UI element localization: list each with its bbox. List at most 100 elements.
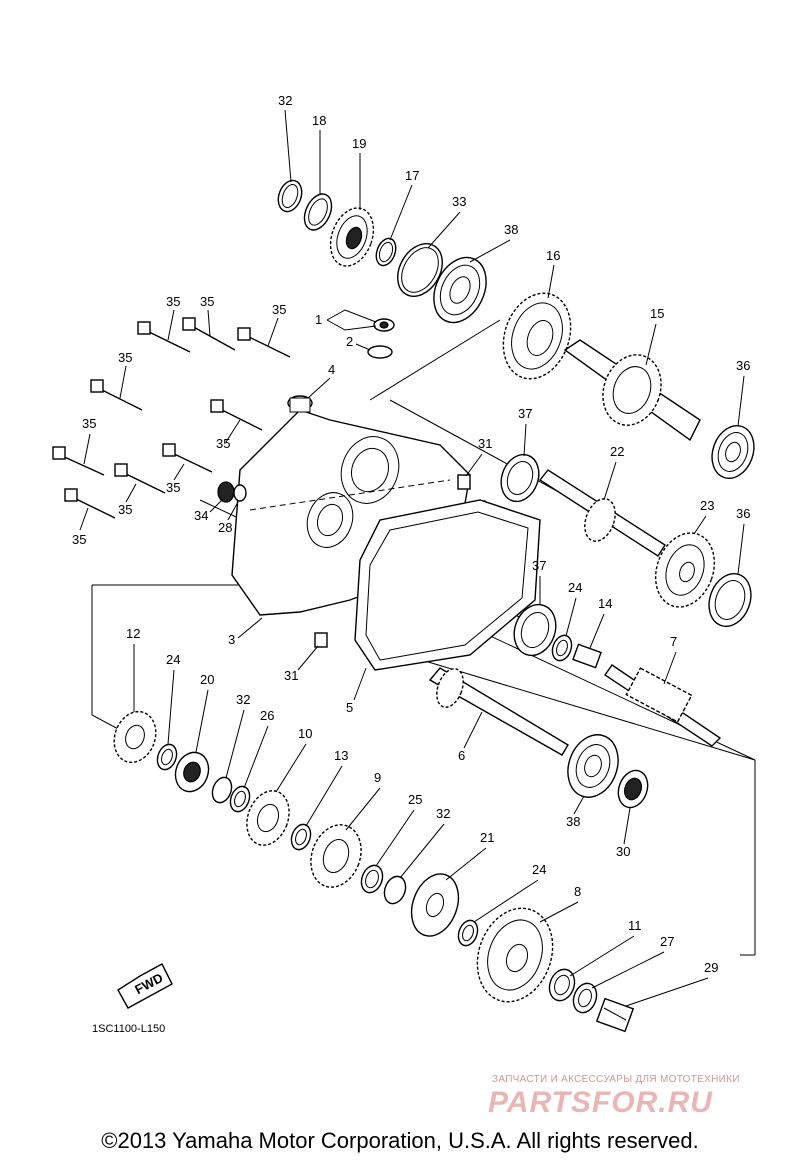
part-32-circlip-bottom bbox=[383, 875, 407, 905]
callout-16: 16 bbox=[546, 248, 560, 263]
callout-35c: 35 bbox=[272, 302, 286, 317]
callout-12: 12 bbox=[126, 626, 140, 641]
callout-13: 13 bbox=[334, 748, 348, 763]
callout-17: 17 bbox=[405, 168, 419, 183]
callout-36a: 36 bbox=[736, 358, 750, 373]
callout-35g: 35 bbox=[166, 480, 180, 495]
part-37-bearing-top bbox=[500, 453, 540, 503]
part-22-shaft bbox=[538, 469, 666, 557]
callout-4: 4 bbox=[328, 362, 335, 377]
callout-32a: 32 bbox=[278, 93, 292, 108]
part-28-washer bbox=[233, 484, 247, 502]
part-19-gear bbox=[329, 207, 375, 267]
callout-9: 9 bbox=[374, 770, 381, 785]
part-1-bolt bbox=[373, 318, 395, 332]
callout-24b: 24 bbox=[166, 652, 180, 667]
part-24-washer-bottom bbox=[457, 919, 479, 947]
callout-7: 7 bbox=[670, 634, 677, 649]
callout-35h: 35 bbox=[118, 502, 132, 517]
callout-35i: 35 bbox=[72, 532, 86, 547]
part-20-hub bbox=[174, 751, 210, 793]
part-30-oil-seal bbox=[617, 769, 649, 809]
watermark: ЗАПЧАСТИ И АКСЕССУАРЫ ДЛЯ МОТОТЕХНИКИ PA… bbox=[488, 1074, 739, 1119]
callout-labels: 32 18 19 17 33 38 16 15 36 35 35 35 1 2 … bbox=[72, 93, 750, 1007]
callout-15: 15 bbox=[650, 306, 664, 321]
callout-35b: 35 bbox=[200, 294, 214, 309]
callout-21: 21 bbox=[480, 830, 494, 845]
part-15-shaft bbox=[563, 339, 701, 442]
part-36-bearing-mid bbox=[708, 573, 752, 627]
part-31-dowel-top bbox=[457, 474, 471, 490]
watermark-brand: PARTSFOR.RU bbox=[488, 1086, 713, 1119]
callout-33: 33 bbox=[452, 194, 466, 209]
callout-30: 30 bbox=[616, 844, 630, 859]
callout-32c: 32 bbox=[436, 806, 450, 821]
callout-22: 22 bbox=[610, 444, 624, 459]
callout-29: 29 bbox=[704, 960, 718, 975]
part-6-shaft bbox=[428, 667, 569, 756]
callout-35f: 35 bbox=[82, 416, 96, 431]
part-18-washer bbox=[303, 193, 333, 231]
callout-34: 34 bbox=[194, 508, 208, 523]
callout-11: 11 bbox=[628, 918, 642, 933]
callout-32b: 32 bbox=[236, 692, 250, 707]
callout-10: 10 bbox=[298, 726, 312, 741]
part-21-plate bbox=[410, 873, 460, 937]
part-7-shaft bbox=[604, 664, 722, 747]
part-38-bearing-bottom bbox=[567, 734, 619, 798]
callout-31a: 31 bbox=[478, 436, 492, 451]
callout-31b: 31 bbox=[284, 668, 298, 683]
part-4-cover-bracket bbox=[287, 395, 313, 413]
part-5-gasket bbox=[354, 499, 541, 671]
part-23-gear bbox=[654, 532, 716, 608]
callout-37a: 37 bbox=[518, 406, 532, 421]
part-17-ring bbox=[375, 237, 397, 267]
callout-28: 28 bbox=[218, 520, 232, 535]
part-34-plug bbox=[217, 481, 235, 503]
part-10-gear bbox=[246, 790, 290, 846]
fwd-arrow-icon: FWD bbox=[117, 963, 173, 1009]
part-37-bearing-mid bbox=[513, 603, 557, 657]
callout-2: 2 bbox=[346, 334, 353, 349]
copyright-notice: ©2013 Yamaha Motor Corporation, U.S.A. A… bbox=[101, 1128, 699, 1153]
part-29-needle-bearing bbox=[595, 997, 635, 1033]
bolt-set-35 bbox=[52, 317, 291, 519]
part-9-gear bbox=[310, 824, 362, 888]
callout-35a: 35 bbox=[166, 294, 180, 309]
part-14-bushing bbox=[572, 643, 602, 669]
callout-27: 27 bbox=[660, 934, 674, 949]
callout-24c: 24 bbox=[532, 862, 546, 877]
part-2-o-ring bbox=[367, 345, 393, 359]
part-36-bearing-top bbox=[711, 425, 755, 479]
part-38-bearing-top bbox=[433, 256, 487, 324]
callout-18: 18 bbox=[312, 113, 326, 128]
callout-1: 1 bbox=[315, 312, 322, 327]
callout-38b: 38 bbox=[566, 814, 580, 829]
callout-35d: 35 bbox=[118, 350, 132, 365]
callout-26: 26 bbox=[260, 708, 274, 723]
callout-3: 3 bbox=[228, 632, 235, 647]
callout-19: 19 bbox=[352, 136, 366, 151]
callout-14: 14 bbox=[598, 596, 612, 611]
part-31-dowel-bottom bbox=[314, 632, 328, 648]
part-12-gear bbox=[113, 710, 157, 764]
callout-37b: 37 bbox=[532, 558, 546, 573]
part-13-collar bbox=[290, 823, 312, 851]
part-27-washer bbox=[572, 982, 598, 1014]
part-33-circlip bbox=[397, 243, 443, 297]
part-8-gear bbox=[476, 907, 554, 1003]
diagram-code: 1SC1100-L150 bbox=[92, 1023, 165, 1035]
part-24-washer-left bbox=[156, 743, 178, 771]
part-32-circlip-top bbox=[277, 179, 303, 213]
callout-8: 8 bbox=[574, 884, 581, 899]
part-11-collar bbox=[548, 968, 576, 1002]
callout-36b: 36 bbox=[736, 506, 750, 521]
part-16-gear bbox=[502, 292, 572, 380]
callout-24a: 24 bbox=[568, 580, 582, 595]
callout-38a: 38 bbox=[504, 222, 518, 237]
callout-20: 20 bbox=[200, 672, 214, 687]
part-25-washer bbox=[360, 864, 384, 894]
callout-6: 6 bbox=[458, 748, 465, 763]
callout-25: 25 bbox=[408, 792, 422, 807]
